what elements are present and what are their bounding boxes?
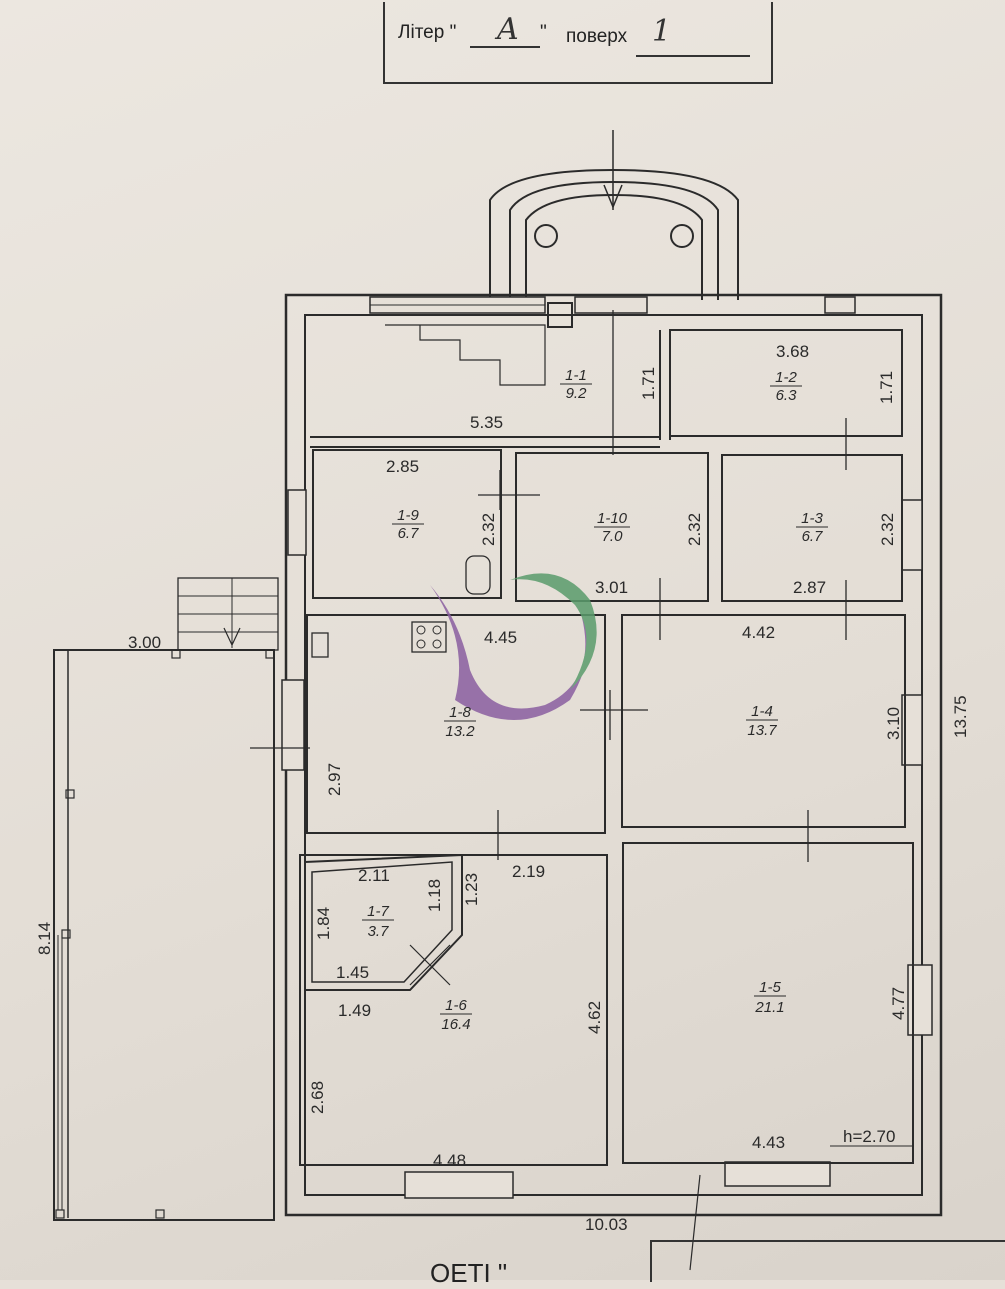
room-1-8-outline xyxy=(306,614,606,834)
top-pier xyxy=(547,302,573,328)
porch-column-right xyxy=(670,224,694,248)
room-1-2-outline xyxy=(669,329,903,437)
dim-5-35: 5.35 xyxy=(470,413,503,432)
top-window-right xyxy=(824,296,856,314)
room-1-7-id: 1-7 xyxy=(367,903,389,920)
dim-3-01: 3.01 xyxy=(595,578,628,597)
bottom-window-1 xyxy=(404,1171,514,1199)
dim-1-45: 1.45 xyxy=(336,963,369,982)
room-1-6-area: 16.4 xyxy=(441,1016,470,1033)
room-1-8-id: 1-8 xyxy=(449,704,471,721)
right-window-3 xyxy=(907,964,933,1036)
room-1-10-outline xyxy=(515,452,709,602)
room-1-3-outline xyxy=(721,454,903,602)
room-1-4-outline xyxy=(621,614,906,828)
dim-2-19: 2.19 xyxy=(512,862,545,881)
dim-4-43: 4.43 xyxy=(752,1133,785,1152)
entry-door-opening xyxy=(574,296,648,314)
room-1-2-id: 1-2 xyxy=(775,369,797,386)
dim-10-03: 10.03 xyxy=(585,1215,628,1234)
room-1-4-area: 13.7 xyxy=(747,722,777,739)
room-1-7-area: 3.7 xyxy=(368,923,390,940)
dim-1-49: 1.49 xyxy=(338,1001,371,1020)
dim-1-23: 1.23 xyxy=(462,873,481,906)
stove-fixture xyxy=(411,621,447,653)
toilet-fixture xyxy=(465,555,491,595)
room-1-5-outline xyxy=(622,842,914,1164)
room-1-2-area: 6.3 xyxy=(776,387,798,404)
porch-inner-arch xyxy=(525,193,703,300)
room-1-9-area: 6.7 xyxy=(398,525,420,542)
room-1-3-id: 1-3 xyxy=(801,510,823,527)
liter-underline xyxy=(470,46,540,48)
boiler-fixture xyxy=(311,632,329,658)
room-1-9-id: 1-9 xyxy=(397,507,419,524)
staircase xyxy=(385,324,546,386)
dim-3-10: 3.10 xyxy=(884,707,903,740)
left-window-1 xyxy=(287,489,307,556)
dim-13-75: 13.75 xyxy=(951,695,970,738)
floor-label: поверх xyxy=(566,26,628,47)
room-1-8-area: 13.2 xyxy=(445,723,475,740)
entry-arrow-head xyxy=(603,184,623,209)
dim-4-77: 4.77 xyxy=(889,987,908,1020)
bottom-stamp-text: ОЕТІ " xyxy=(430,1258,508,1288)
dim-2-85: 2.85 xyxy=(386,457,419,476)
dim-4-62: 4.62 xyxy=(585,1001,604,1034)
dim-2-97: 2.97 xyxy=(325,763,344,796)
room-1-1-area: 9.2 xyxy=(566,385,588,402)
porch-middle-arch xyxy=(509,180,719,300)
dim-1-71-a: 1.71 xyxy=(639,367,658,400)
room-1-9-outline xyxy=(312,449,502,599)
dim-2-32-b: 2.32 xyxy=(685,513,704,546)
dim-1-18: 1.18 xyxy=(425,879,444,912)
porch-outer-arch xyxy=(489,168,739,300)
room-1-7-outline xyxy=(304,853,463,991)
dim-1-71-b: 1.71 xyxy=(877,371,896,404)
liter-label: Літер " xyxy=(398,22,457,43)
watermark-logo xyxy=(430,573,597,720)
dim-2-11: 2.11 xyxy=(358,866,390,885)
room-1-5-area: 21.1 xyxy=(754,999,784,1016)
dim-8-14: 8.14 xyxy=(35,922,54,955)
dim-3-00: 3.00 xyxy=(128,633,161,652)
dim-1-84: 1.84 xyxy=(314,907,333,940)
porch-column-left xyxy=(534,224,558,248)
room-1-1-id: 1-1 xyxy=(565,367,587,384)
dim-2-87: 2.87 xyxy=(793,578,826,597)
room-1-10-id: 1-10 xyxy=(597,510,628,527)
right-window-1 xyxy=(901,499,923,571)
dim-ceiling-height: h=2.70 xyxy=(843,1127,895,1146)
room-1-4-id: 1-4 xyxy=(751,703,773,720)
dim-2-32-c: 2.32 xyxy=(878,513,897,546)
liter-value: A xyxy=(497,12,519,47)
room-1-3-area: 6.7 xyxy=(802,528,824,545)
bottom-window-2 xyxy=(724,1161,831,1187)
dim-4-48: 4.48 xyxy=(433,1151,466,1170)
left-window-2 xyxy=(281,679,305,771)
right-window-2 xyxy=(901,694,923,766)
dim-4-42: 4.42 xyxy=(742,623,775,642)
dim-3-68: 3.68 xyxy=(776,342,809,361)
room-1-10-area: 7.0 xyxy=(602,528,624,545)
title-block xyxy=(383,2,773,84)
veranda-outer xyxy=(53,649,275,1221)
bottom-stamp-box xyxy=(650,1240,1005,1282)
floor-value: 1 xyxy=(652,14,672,49)
room-1-6-id: 1-6 xyxy=(445,997,467,1014)
dim-2-32-a: 2.32 xyxy=(479,513,498,546)
floor-underline xyxy=(636,55,750,57)
dim-2-68: 2.68 xyxy=(308,1081,327,1114)
liter-quote: " xyxy=(540,22,547,43)
room-1-5-id: 1-5 xyxy=(759,979,781,996)
dim-4-45: 4.45 xyxy=(484,628,517,647)
